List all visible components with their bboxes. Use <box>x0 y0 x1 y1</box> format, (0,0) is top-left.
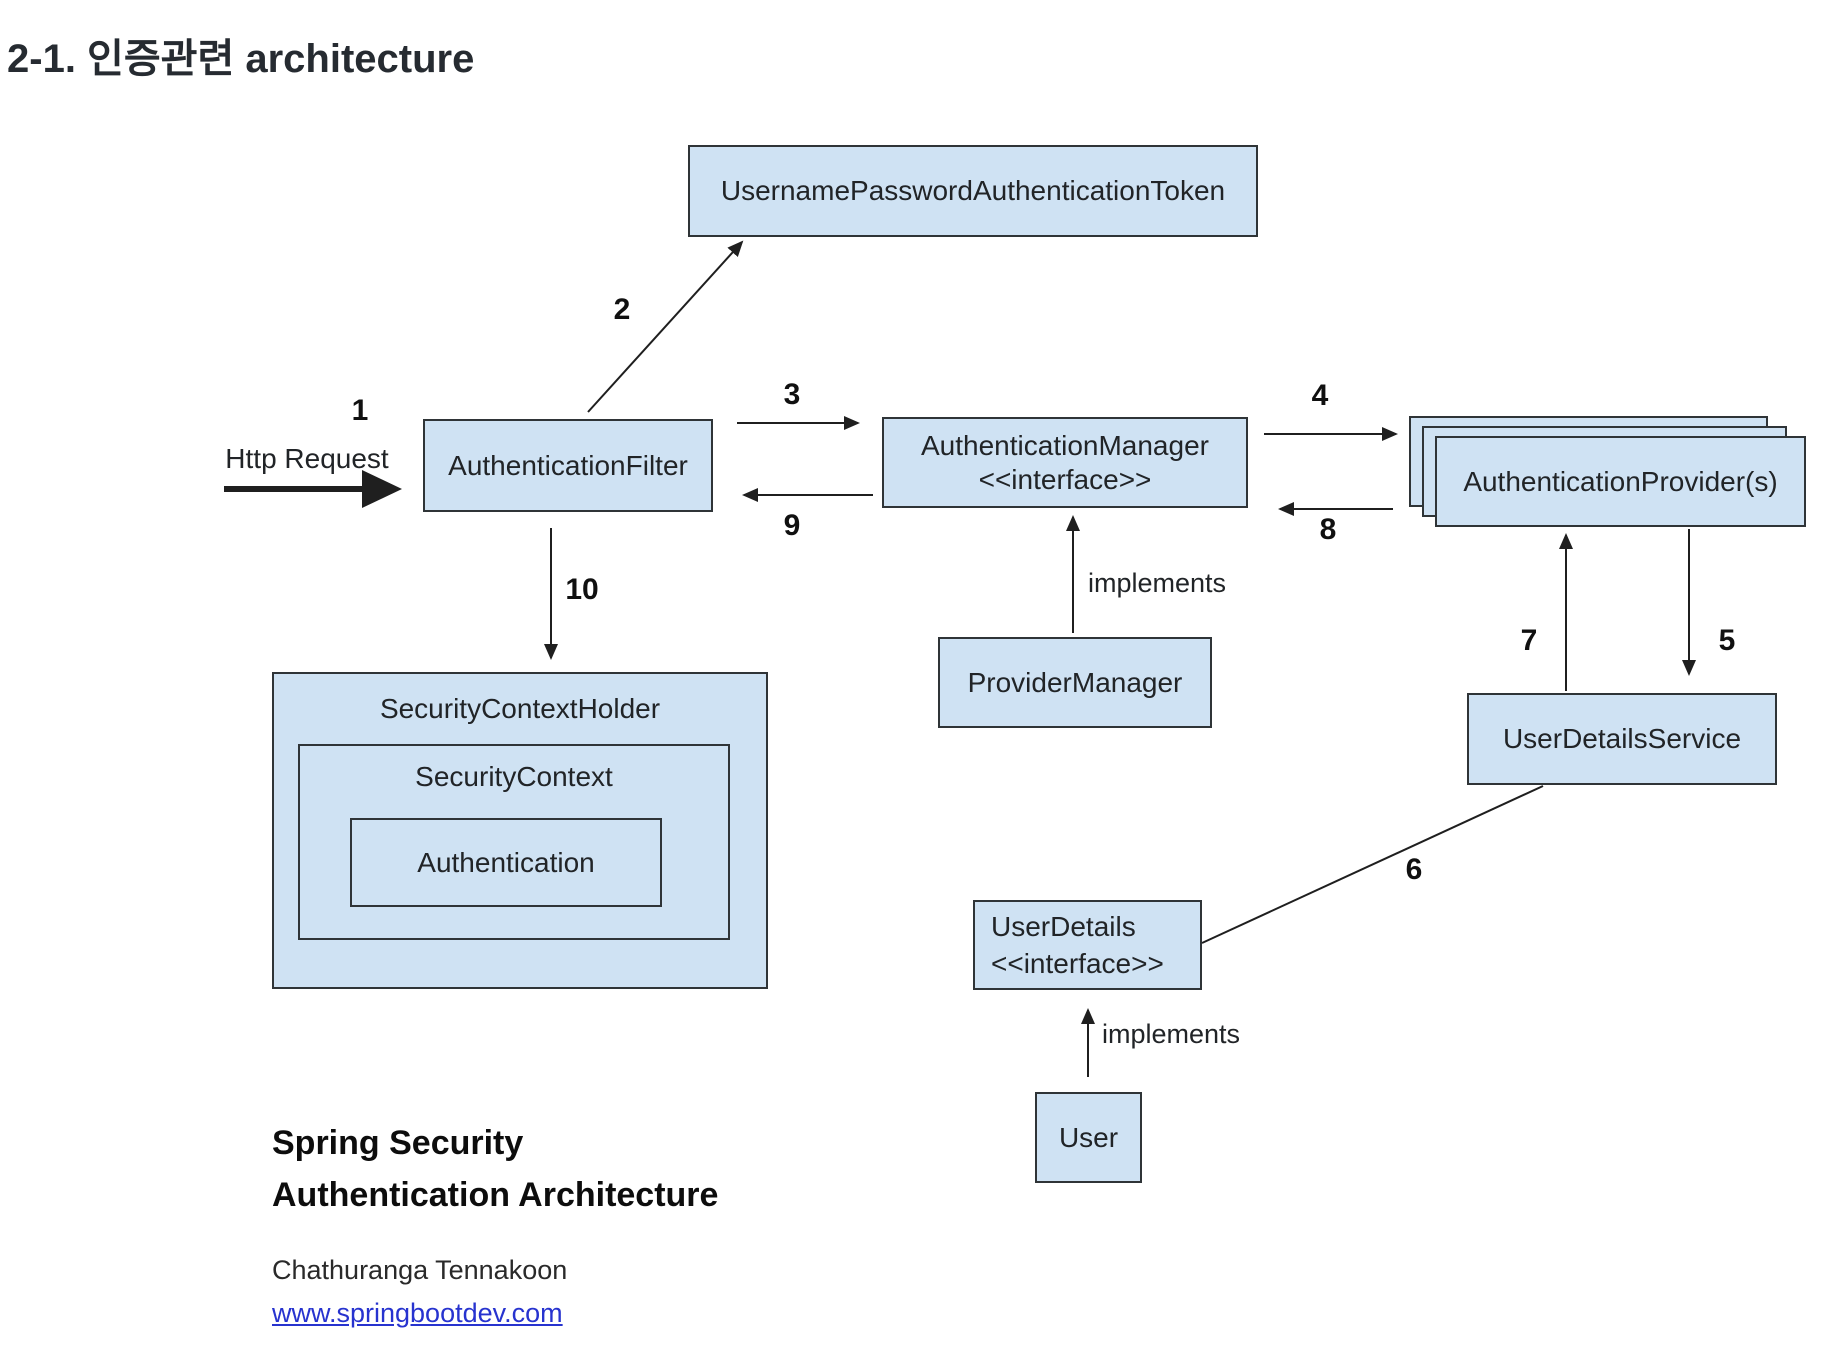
arrow-2-filter-to-token <box>587 240 744 413</box>
line-6-userdetails-to-uds <box>1201 785 1544 944</box>
flow-number-6: 6 <box>1405 853 1423 886</box>
footer-title-line2: Authentication Architecture <box>272 1176 719 1214</box>
footer-title-line1: Spring Security <box>272 1124 524 1162</box>
box-label: SecurityContext <box>415 761 613 792</box>
box-label: AuthenticationProvider(s) <box>1463 465 1778 497</box>
box-label: Authentication <box>417 846 595 878</box>
implements-label-user: implements <box>1102 1019 1241 1049</box>
flow-number-5: 5 <box>1718 624 1736 657</box>
box-label: SecurityContextHolder <box>379 693 661 724</box>
page-title: 2-1. 인증관련 architecture <box>7 37 475 81</box>
flow-number-8: 8 <box>1319 513 1337 546</box>
box-user-details-service: UserDetailsService <box>1467 693 1777 785</box>
arrow-http-request-head <box>362 470 402 508</box>
box-authentication-filter: AuthenticationFilter <box>423 419 713 512</box>
box-label: UserDetailsService <box>1502 723 1742 754</box>
box-authentication-manager: AuthenticationManager <<interface>> <box>882 417 1248 508</box>
flow-number-3: 3 <box>783 378 801 411</box>
box-stereotype: <<interface>> <box>978 463 1152 495</box>
box-user-details: UserDetails <<interface>> <box>973 900 1202 990</box>
footer-website-link[interactable]: www.springbootdev.com <box>272 1298 563 1328</box>
flow-number-4: 4 <box>1311 379 1329 412</box>
http-request-label: Http Request <box>225 443 389 474</box>
box-label: User <box>1058 1121 1119 1153</box>
flow-number-1: 1 <box>351 394 369 427</box>
box-user: User <box>1035 1092 1142 1183</box>
footer-author: Chathuranga Tennakoon <box>272 1255 568 1285</box>
flow-number-9: 9 <box>783 509 801 542</box>
box-provider-manager: ProviderManager <box>938 637 1212 728</box>
box-label: ProviderManager <box>967 666 1183 698</box>
box-username-password-authentication-token: UsernamePasswordAuthenticationToken <box>688 145 1258 237</box>
box-stereotype: <<interface>> <box>991 948 1164 979</box>
flow-number-10: 10 <box>565 573 599 606</box>
flow-number-2: 2 <box>613 293 631 326</box>
implements-label-manager: implements <box>1088 568 1227 598</box>
box-authentication-providers: AuthenticationProvider(s) <box>1435 436 1806 527</box>
box-label: UsernamePasswordAuthenticationToken <box>720 175 1226 206</box>
flow-number-7: 7 <box>1520 624 1538 657</box>
box-label: UserDetails <box>991 911 1136 942</box>
box-label: AuthenticationManager <box>921 429 1209 461</box>
box-authentication: Authentication <box>350 818 662 907</box>
box-label: AuthenticationFilter <box>448 449 688 481</box>
